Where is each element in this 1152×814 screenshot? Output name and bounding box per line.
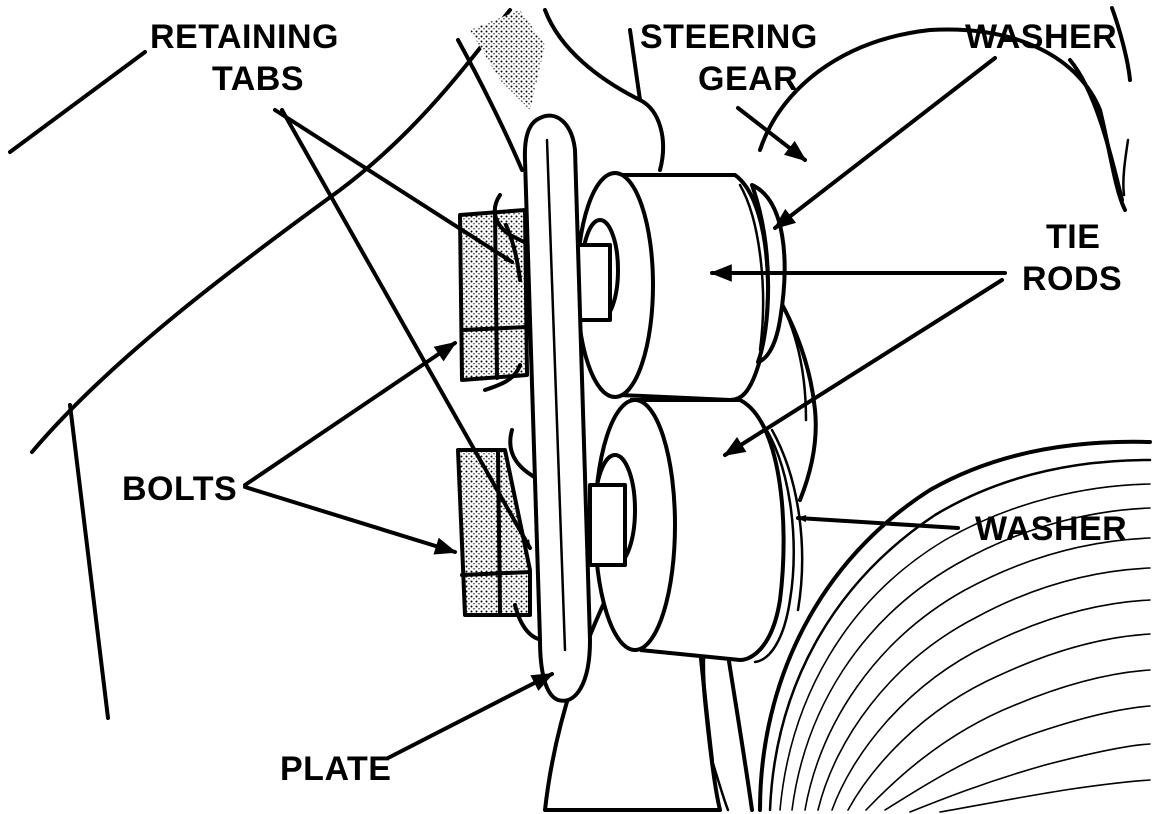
washer-top-leader — [773, 56, 997, 230]
steering-gear-leader — [736, 106, 807, 162]
tie-rods-label-line1: TIE — [1046, 218, 1100, 256]
plate-label: PLATE — [280, 750, 391, 788]
bolts-label: BOLTS — [122, 470, 237, 508]
disc-rotor — [758, 439, 1152, 813]
steering-gear-label-line1: STEERING — [640, 18, 818, 56]
leader-lines — [243, 56, 1007, 760]
tie-rods-leader-lower — [723, 278, 1004, 457]
steering-gear-label-line2: GEAR — [698, 60, 798, 98]
plate-leader — [386, 672, 554, 760]
tie-rods-label-line2: RODS — [1022, 260, 1122, 298]
lower-tie-rod-end — [593, 398, 804, 664]
washer-top-label: WASHER — [965, 18, 1117, 56]
retaining-tabs-label-line2: TABS — [212, 60, 304, 98]
upper-bolt — [458, 208, 612, 382]
retaining-tabs-label-line1: RETAINING — [150, 18, 339, 56]
retaining-tabs-leader-upper — [273, 108, 514, 264]
lower-bolt — [456, 448, 627, 617]
bolts-leader-upper — [243, 341, 457, 487]
plate — [522, 113, 592, 703]
washer-bottom-label: WASHER — [975, 510, 1127, 548]
background-linework — [8, 6, 1132, 720]
callout-labels: RETAINING TABS STEERING GEAR WASHER TIE … — [122, 18, 1127, 788]
retaining-tabs-leader-lower — [280, 108, 532, 550]
bolts-leader-lower — [243, 485, 458, 555]
washer-bottom-leader — [796, 514, 960, 530]
